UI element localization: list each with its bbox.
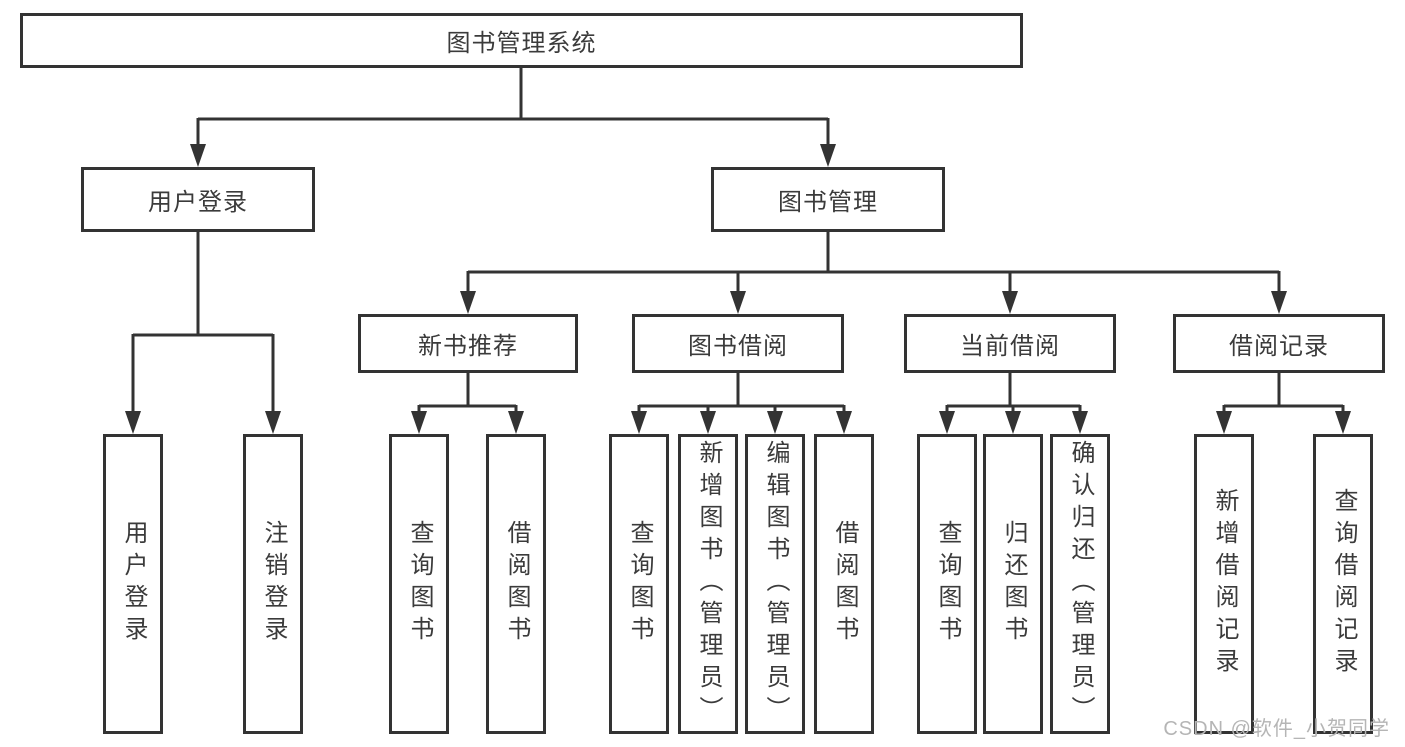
leaf-borrow-edit-book: 编辑图书（管理员） bbox=[745, 434, 805, 734]
leaf-borrow-borrow-book-label: 借阅图书 bbox=[831, 520, 858, 648]
node-book-borrow: 图书借阅 bbox=[632, 314, 844, 373]
leaf-record-add-label: 新增借阅记录 bbox=[1211, 488, 1238, 680]
leaf-current-confirm-return: 确认归还（管理员） bbox=[1050, 434, 1110, 734]
leaf-recommend-borrow-book-label: 借阅图书 bbox=[503, 520, 530, 648]
leaf-borrow-edit-book-label: 编辑图书（管理员） bbox=[762, 440, 789, 728]
node-borrow-record-label: 借阅记录 bbox=[1229, 333, 1329, 360]
node-library-system-label: 图书管理系统 bbox=[446, 30, 597, 57]
leaf-borrow-query-book: 查询图书 bbox=[609, 434, 669, 734]
leaf-current-query-book: 查询图书 bbox=[917, 434, 977, 734]
node-new-book-recommend: 新书推荐 bbox=[358, 314, 578, 373]
leaf-recommend-query-book-label: 查询图书 bbox=[406, 520, 433, 648]
leaf-recommend-borrow-book: 借阅图书 bbox=[486, 434, 546, 734]
leaf-logout: 注销登录 bbox=[243, 434, 303, 734]
leaf-logout-label: 注销登录 bbox=[260, 520, 287, 648]
leaf-borrow-query-book-label: 查询图书 bbox=[626, 520, 653, 648]
leaf-recommend-query-book: 查询图书 bbox=[389, 434, 449, 734]
node-new-book-recommend-label: 新书推荐 bbox=[418, 333, 518, 360]
node-book-management-label: 图书管理 bbox=[778, 189, 878, 216]
node-user-login: 用户登录 bbox=[81, 167, 315, 232]
leaf-current-query-book-label: 查询图书 bbox=[934, 520, 961, 648]
leaf-current-confirm-return-label: 确认归还（管理员） bbox=[1067, 440, 1094, 728]
connector-segments bbox=[131, 68, 1345, 414]
leaf-record-query-label: 查询借阅记录 bbox=[1330, 488, 1357, 680]
node-library-system: 图书管理系统 bbox=[20, 13, 1023, 68]
leaf-borrow-add-book: 新增图书（管理员） bbox=[678, 434, 738, 734]
leaf-borrow-add-book-label: 新增图书（管理员） bbox=[695, 440, 722, 728]
node-book-management: 图书管理 bbox=[711, 167, 945, 232]
watermark: CSDN @软件_小贺同学 bbox=[1163, 718, 1390, 740]
node-current-borrow: 当前借阅 bbox=[904, 314, 1116, 373]
leaf-user-login-label: 用户登录 bbox=[120, 520, 147, 648]
node-book-borrow-label: 图书借阅 bbox=[688, 333, 788, 360]
leaf-current-return-book-label: 归还图书 bbox=[1000, 520, 1027, 648]
node-current-borrow-label: 当前借阅 bbox=[960, 333, 1060, 360]
leaf-current-return-book: 归还图书 bbox=[983, 434, 1043, 734]
leaf-record-add: 新增借阅记录 bbox=[1194, 434, 1254, 734]
node-user-login-label: 用户登录 bbox=[148, 189, 248, 216]
arrow-down-icons bbox=[125, 144, 1351, 434]
node-borrow-record: 借阅记录 bbox=[1173, 314, 1385, 373]
leaf-record-query: 查询借阅记录 bbox=[1313, 434, 1373, 734]
leaf-borrow-borrow-book: 借阅图书 bbox=[814, 434, 874, 734]
leaf-user-login: 用户登录 bbox=[103, 434, 163, 734]
